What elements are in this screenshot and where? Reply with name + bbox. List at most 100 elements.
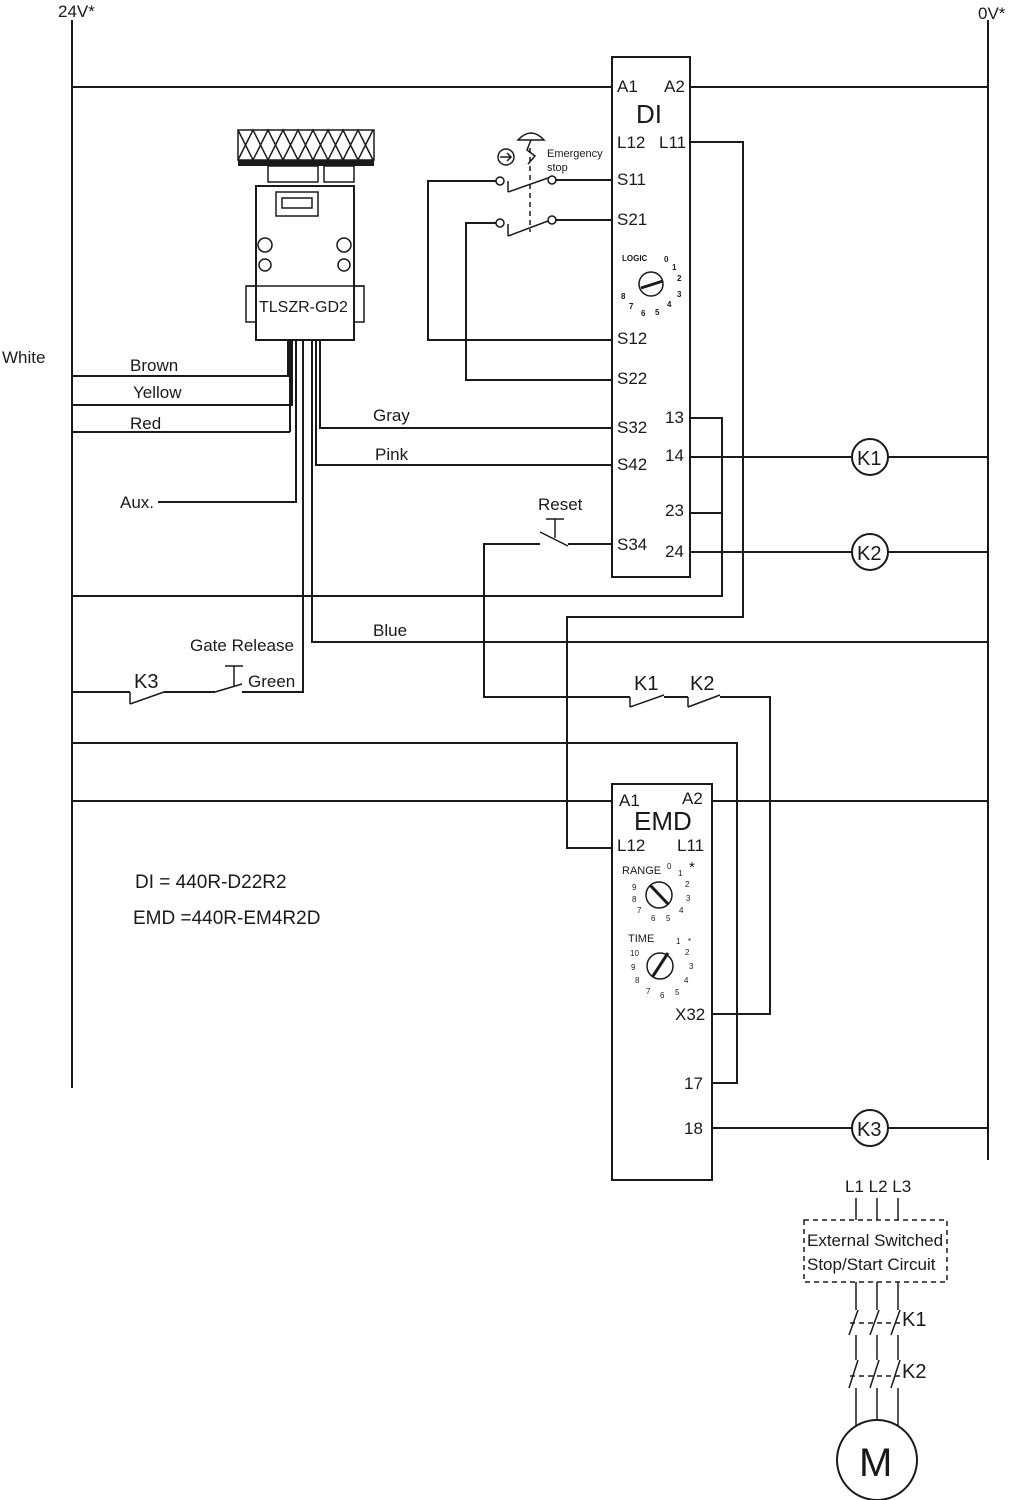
emd-time-digit-4: 4 (684, 976, 689, 985)
k2-contact-blade (687, 694, 721, 708)
k3-contact-label: K3 (134, 671, 158, 693)
emd-l12-terminal: L12 (617, 836, 645, 855)
motor-phases-label: L1 L2 L3 (845, 1177, 911, 1196)
yellow-wire-label: Yellow (133, 383, 182, 402)
di-logic-digit-4: 4 (667, 300, 672, 309)
rail-24v-label: 24V* (58, 2, 95, 21)
red-wire-label: Red (130, 414, 161, 433)
emd-title: EMD (634, 806, 692, 836)
estop-label-line1: Emergency (547, 148, 603, 160)
blue-wire (311, 340, 988, 643)
estop-mushroom-head[interactable] (516, 132, 546, 141)
emd-time-digit-6: 6 (660, 991, 665, 1000)
emd-range-pointer (648, 883, 670, 906)
coil-k1-circle (851, 438, 889, 476)
emd-range-digit-1: 1 (678, 869, 683, 878)
green-wire-label: Green (248, 672, 295, 691)
di-s21-terminal: S21 (617, 210, 647, 229)
emd-time-star: * (688, 937, 691, 946)
sensor-screw-right-2 (337, 258, 351, 272)
emd-time-label: TIME (628, 933, 654, 945)
sensor-head (267, 165, 319, 183)
s12-wire (427, 180, 612, 341)
emd-time-digit-5: 5 (675, 988, 680, 997)
blue-wire-label: Blue (373, 621, 407, 640)
di-logic-label: LOGIC (622, 254, 648, 263)
di-l11-emd-l12-wire (566, 141, 744, 849)
di-module: A1 A2 DI L12 L11 S11 S21 S12 S22 S32 S42… (611, 56, 691, 578)
di-module-box (611, 56, 691, 578)
emd-range-label: RANGE (622, 865, 661, 877)
reset-contact-blade (539, 531, 569, 547)
sensor-screw-left (257, 237, 273, 253)
di-a1-terminal: A1 (617, 77, 638, 96)
estop-spring (526, 139, 537, 165)
emd-range-star: * (689, 859, 695, 876)
sensor-hatch-pattern (237, 128, 374, 162)
di-l11-terminal: L11 (659, 133, 686, 152)
reset-to-k1-wire (483, 543, 630, 698)
di-logic-dial[interactable]: LOGIC 0 1 2 3 4 5 6 7 8 (621, 254, 682, 318)
sensor-left-tab (245, 285, 257, 323)
brown-wire-label: Brown (130, 356, 178, 375)
emd-time-digit-7: 7 (646, 987, 651, 996)
di-title: DI (636, 99, 662, 129)
sensor-wires: Brown Yellow Red Aux. Gray Pink Blue Gre… (72, 340, 988, 693)
emd-range-dial[interactable]: RANGE * 0 1 2 3 4 5 6 7 8 9 (622, 859, 695, 923)
emd-range-digit-2: 2 (685, 880, 690, 889)
motor-circuit: L1 L2 L3 External Switched Stop/Start Ci… (803, 1177, 948, 1500)
yellow-wire (72, 340, 293, 406)
motor-label: M (859, 1441, 892, 1485)
di-13-terminal: 13 (665, 408, 684, 427)
di-a2-terminal: A2 (664, 77, 685, 96)
emd-range-knob (645, 881, 673, 909)
coil-k3-circle (851, 1109, 889, 1147)
pink-wire-label: Pink (375, 445, 409, 464)
coil-k3-label: K3 (857, 1119, 881, 1141)
k2-to-x32-wire (712, 696, 771, 1015)
brown-wire (72, 340, 289, 377)
estop-contact-1-terminal (547, 175, 557, 185)
emd-time-pointer (651, 952, 670, 977)
emd-l11-terminal: L11 (677, 836, 704, 855)
estop-label-line2: stop (547, 162, 568, 174)
sensor-slot-inner (281, 197, 313, 209)
k2-main-contact-3 (890, 1359, 901, 1389)
di-logic-digit-5: 5 (655, 308, 660, 317)
di-s34-terminal: S34 (617, 535, 647, 554)
gray-wire-label: Gray (373, 406, 410, 425)
di-14-terminal: 14 (665, 446, 684, 465)
emd-range-digit-0: 0 (667, 862, 672, 871)
emd-range-digit-4: 4 (679, 906, 684, 915)
external-circuit-box (803, 1219, 948, 1283)
gate-release-blade (214, 683, 243, 693)
emd-17-feed-wire (72, 742, 738, 1084)
estop-contact-1-pivot (495, 176, 505, 186)
di-s32-terminal: S32 (617, 418, 647, 437)
k1-k2-feedback-contacts: K1 K2 (629, 673, 771, 1015)
coil-k3: K3 (851, 1109, 889, 1147)
di-24-terminal: 24 (665, 542, 684, 561)
k3-contact-blade (129, 691, 165, 705)
di-logic-digit-6: 6 (641, 309, 646, 318)
emd-time-digit-1: 1 (676, 937, 681, 946)
emd-time-digit-8: 8 (635, 976, 640, 985)
motor-circle (836, 1419, 918, 1500)
emd-module-box (611, 783, 713, 1181)
reset-label: Reset (538, 495, 583, 514)
di-s42-terminal: S42 (617, 455, 647, 474)
coil-k1-label: K1 (857, 448, 881, 470)
aux-wire-label: Aux. (120, 493, 154, 512)
aux-wire (158, 340, 297, 503)
rail-0v-label: 0V* (978, 4, 1006, 23)
di-s22-terminal: S22 (617, 369, 647, 388)
emd-range-digit-6: 6 (651, 914, 656, 923)
power-rails: 24V* 0V* White (2, 2, 1006, 1160)
di-23-terminal: 23 (665, 501, 684, 520)
di-logic-digit-0: 0 (664, 255, 669, 264)
emd-time-dial[interactable]: TIME * 1 2 3 4 5 6 7 8 9 10 (628, 933, 694, 1000)
di-logic-digit-1: 1 (672, 263, 677, 272)
sensor-slot (275, 191, 319, 217)
emergency-stop-circuit: Emergency stop (427, 132, 612, 381)
